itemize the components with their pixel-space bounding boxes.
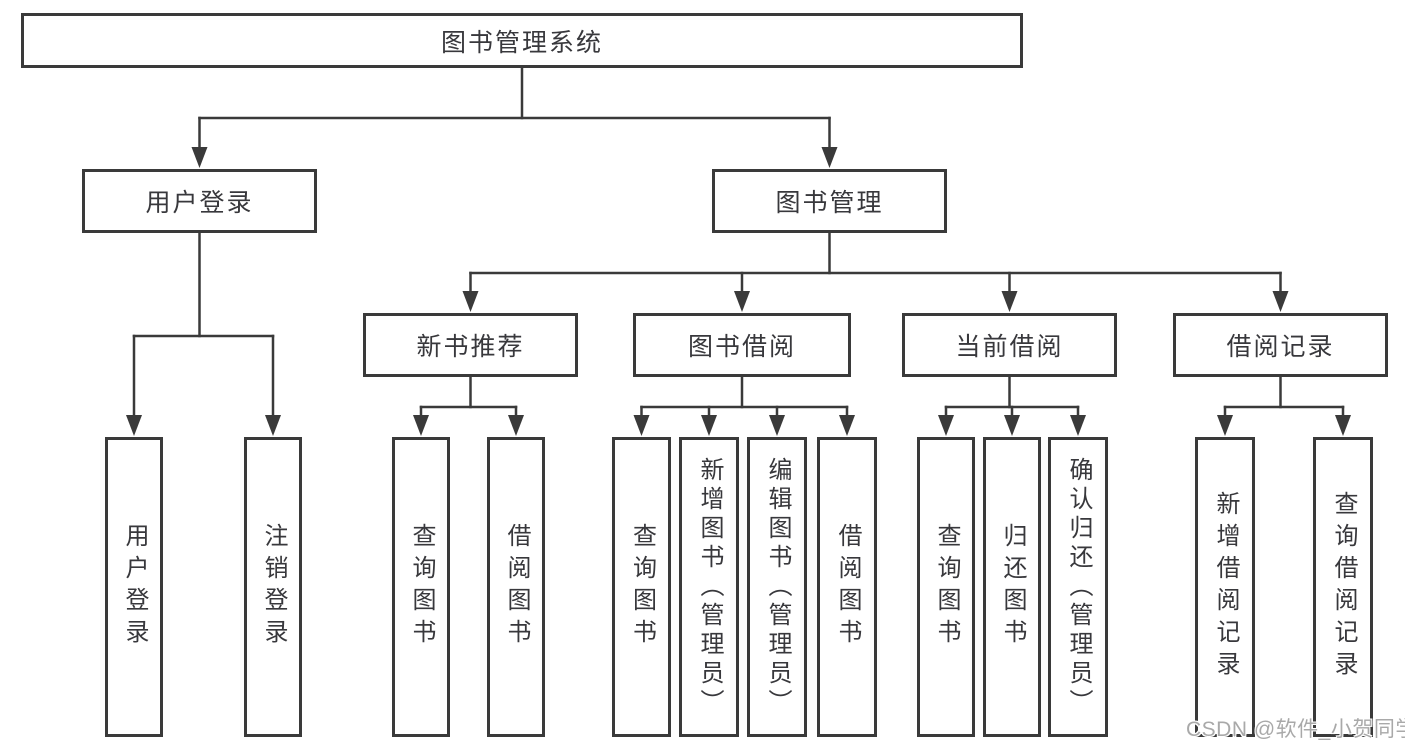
node-new-book-recommend: 新书推荐 <box>363 313 578 377</box>
edge-arrowhead-icon <box>1272 291 1289 312</box>
node-label: 图书管理 <box>775 189 884 217</box>
node-leaf-query-book-3: 查询图书 <box>917 437 975 737</box>
node-label: 编辑图书（管理员） <box>764 456 791 718</box>
node-leaf-add-book: 新增图书（管理员） <box>679 437 739 737</box>
node-book-borrow: 图书借阅 <box>633 313 851 377</box>
edge-arrowhead-icon <box>821 147 838 168</box>
node-book-management: 图书管理 <box>712 169 947 233</box>
edge-arrowhead-icon <box>734 291 750 312</box>
edge-arrowhead-icon <box>1070 415 1086 436</box>
node-leaf-query-book-2: 查询图书 <box>612 437 671 737</box>
node-user-login: 用户登录 <box>82 169 317 233</box>
node-leaf-confirm-return: 确认归还（管理员） <box>1048 437 1108 737</box>
edge-arrowhead-icon <box>769 415 785 436</box>
node-label: 注销登录 <box>260 523 287 651</box>
node-label: 归还图书 <box>999 523 1026 651</box>
node-current-borrow: 当前借阅 <box>902 313 1117 377</box>
node-leaf-user-login: 用户登录 <box>105 437 163 737</box>
edge-arrowhead-icon <box>1004 415 1020 436</box>
edge-arrowhead-icon <box>265 415 281 436</box>
edge-arrowhead-icon <box>1001 291 1018 312</box>
node-root: 图书管理系统 <box>21 13 1023 68</box>
edge-arrowhead-icon <box>126 415 142 436</box>
node-borrow-record: 借阅记录 <box>1173 313 1388 377</box>
node-label: 用户登录 <box>121 523 148 651</box>
node-leaf-query-borrow-record: 查询借阅记录 <box>1313 437 1373 737</box>
edge-arrowhead-icon <box>938 415 954 436</box>
node-label: 查询图书 <box>628 523 656 651</box>
edge-arrowhead-icon <box>633 415 650 436</box>
node-label: 新增借阅记录 <box>1212 491 1239 683</box>
node-leaf-borrow-book-2: 借阅图书 <box>817 437 877 737</box>
node-label: 查询借阅记录 <box>1330 491 1357 683</box>
node-leaf-borrow-book-1: 借阅图书 <box>487 437 545 737</box>
node-label: 借阅图书 <box>503 523 530 651</box>
edge-arrowhead-icon <box>508 415 524 436</box>
node-label: 借阅记录 <box>1226 333 1335 361</box>
node-label: 图书借阅 <box>687 333 796 361</box>
node-label: 当前借阅 <box>955 333 1064 361</box>
node-leaf-query-book-1: 查询图书 <box>392 437 450 737</box>
node-leaf-logout: 注销登录 <box>244 437 302 737</box>
node-label: 查询图书 <box>408 523 435 651</box>
watermark: CSDN @软件_小贺同学 <box>1186 718 1405 741</box>
node-label: 新书推荐 <box>416 333 525 361</box>
edge-arrowhead-icon <box>701 415 717 436</box>
edge-arrowhead-icon <box>413 415 429 436</box>
edge-arrowhead-icon <box>1217 415 1233 436</box>
node-label: 用户登录 <box>145 189 254 217</box>
node-leaf-return-book: 归还图书 <box>983 437 1041 737</box>
edge-arrowhead-icon <box>839 415 855 436</box>
node-label: 查询图书 <box>933 523 960 651</box>
edge-arrowhead-icon <box>191 147 208 168</box>
edge-arrowhead-icon <box>1335 415 1351 436</box>
edge-arrowhead-icon <box>462 291 479 312</box>
node-leaf-add-borrow-record: 新增借阅记录 <box>1195 437 1255 737</box>
node-label: 借阅图书 <box>834 523 861 651</box>
node-label: 确认归还（管理员） <box>1065 456 1092 718</box>
node-leaf-edit-book: 编辑图书（管理员） <box>747 437 807 737</box>
node-label: 新增图书（管理员） <box>696 456 723 718</box>
node-label: 图书管理系统 <box>440 28 603 57</box>
